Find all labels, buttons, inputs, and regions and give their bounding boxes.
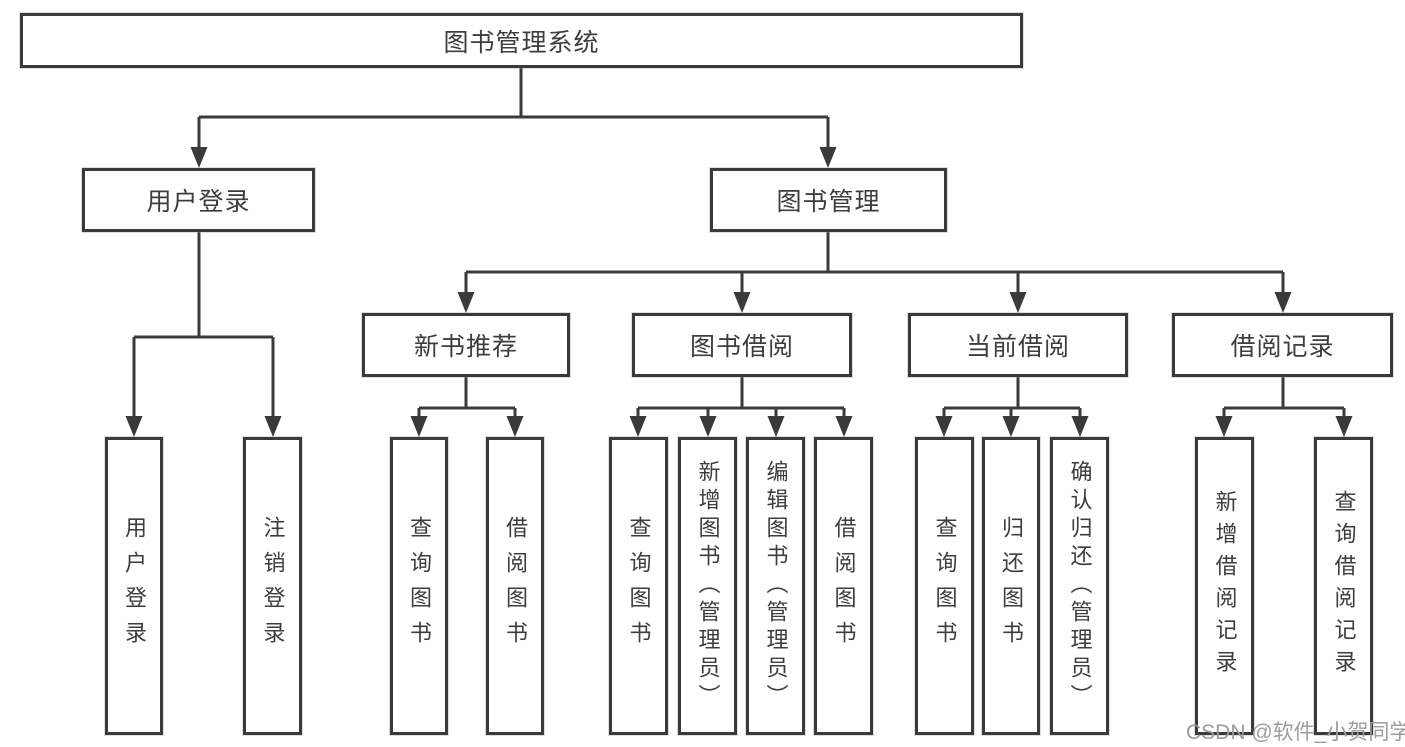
leaf-query-book-borrow: 查询图书 <box>609 437 668 735</box>
leaf-query-book-recommend: 查询图书 <box>390 437 448 735</box>
leaf-add-book-admin-label: 新增图书（管理员） <box>695 460 721 712</box>
leaf-borrow-book: 借阅图书 <box>814 437 873 735</box>
connector-root-to-level2 <box>190 68 837 168</box>
leaf-user-login-label: 用户登录 <box>122 516 147 656</box>
leaf-borrow-book-recommend-label: 借阅图书 <box>503 516 528 656</box>
node-library-system: 图书管理系统 <box>20 13 1023 68</box>
node-borrow-records: 借阅记录 <box>1172 313 1393 377</box>
leaf-query-book-borrow-label: 查询图书 <box>626 516 652 656</box>
leaf-add-borrow-record-label: 新增借阅记录 <box>1212 490 1238 682</box>
leaf-logout-label: 注销登录 <box>260 516 286 656</box>
node-borrow-records-label: 借阅记录 <box>1230 333 1335 361</box>
leaf-query-book-current: 查询图书 <box>915 437 974 735</box>
node-new-book-recommend-label: 新书推荐 <box>413 333 518 361</box>
connector-new-book-children <box>410 377 524 437</box>
csdn-watermark: CSDN @软件_小贺同学 <box>1186 721 1405 744</box>
node-book-management: 图书管理 <box>710 168 947 232</box>
leaf-borrow-book-recommend: 借阅图书 <box>486 437 544 735</box>
leaf-return-book-label: 归还图书 <box>999 516 1024 656</box>
node-user-login-label: 用户登录 <box>146 188 251 216</box>
leaf-add-book-admin: 新增图书（管理员） <box>678 437 737 735</box>
node-book-borrow-label: 图书借阅 <box>689 333 794 361</box>
node-book-management-label: 图书管理 <box>776 188 881 216</box>
leaf-user-login: 用户登录 <box>105 437 163 735</box>
node-new-book-recommend: 新书推荐 <box>362 313 570 377</box>
node-current-borrow: 当前借阅 <box>908 313 1128 377</box>
connector-book-management-children <box>457 232 1292 313</box>
leaf-query-borrow-record-label: 查询借阅记录 <box>1331 490 1357 682</box>
leaf-logout: 注销登录 <box>243 437 302 735</box>
leaf-query-book-recommend-label: 查询图书 <box>407 516 432 656</box>
leaf-add-borrow-record: 新增借阅记录 <box>1195 437 1254 735</box>
node-user-login: 用户登录 <box>82 168 315 232</box>
leaf-confirm-return-admin: 确认归还（管理员） <box>1050 437 1109 735</box>
connector-current-borrow-children <box>935 377 1089 437</box>
leaf-borrow-book-label: 借阅图书 <box>831 516 857 656</box>
leaf-query-book-current-label: 查询图书 <box>932 516 958 656</box>
node-book-borrow: 图书借阅 <box>632 313 852 377</box>
connector-user-login-children <box>125 232 282 437</box>
node-current-borrow-label: 当前借阅 <box>965 333 1070 361</box>
connector-book-borrow-children <box>629 377 853 437</box>
leaf-return-book: 归还图书 <box>982 437 1040 735</box>
leaf-confirm-return-admin-label: 确认归还（管理员） <box>1067 460 1093 712</box>
leaf-query-borrow-record: 查询借阅记录 <box>1314 437 1373 735</box>
leaf-edit-book-admin-label: 编辑图书（管理员） <box>763 460 789 712</box>
leaf-edit-book-admin: 编辑图书（管理员） <box>746 437 805 735</box>
connector-borrow-records-children <box>1215 377 1353 437</box>
node-library-system-label: 图书管理系统 <box>443 28 600 57</box>
